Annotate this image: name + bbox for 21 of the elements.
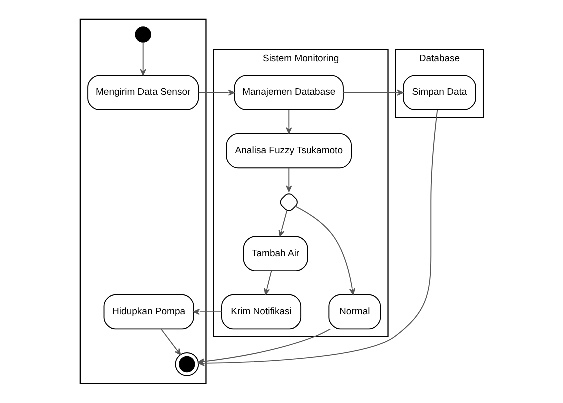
arrow [264, 270, 272, 296]
arrow [286, 110, 292, 134]
node-box: Mengirim Data Sensor [87, 75, 199, 110]
node-circle [174, 352, 199, 376]
node-box: Analisa Fuzzy Tsukamoto [226, 133, 352, 169]
node-circle [134, 26, 151, 43]
arrow [286, 168, 292, 192]
arrow [198, 90, 234, 96]
arrow [342, 90, 404, 96]
node-box: Manajemen Database [234, 75, 344, 110]
arrow [294, 206, 356, 296]
arrow [278, 210, 288, 237]
arrow [160, 328, 181, 356]
node-diamond [280, 194, 298, 212]
node-box: Normal [328, 294, 381, 330]
node-box: Hidupkan Pompa [103, 294, 194, 330]
arrow [140, 42, 146, 76]
node-box: Simpan Data [402, 75, 476, 110]
arrow [192, 309, 222, 316]
node-box: Tambah Air [242, 236, 308, 272]
node-box: Krim Notifikasi [220, 294, 302, 330]
